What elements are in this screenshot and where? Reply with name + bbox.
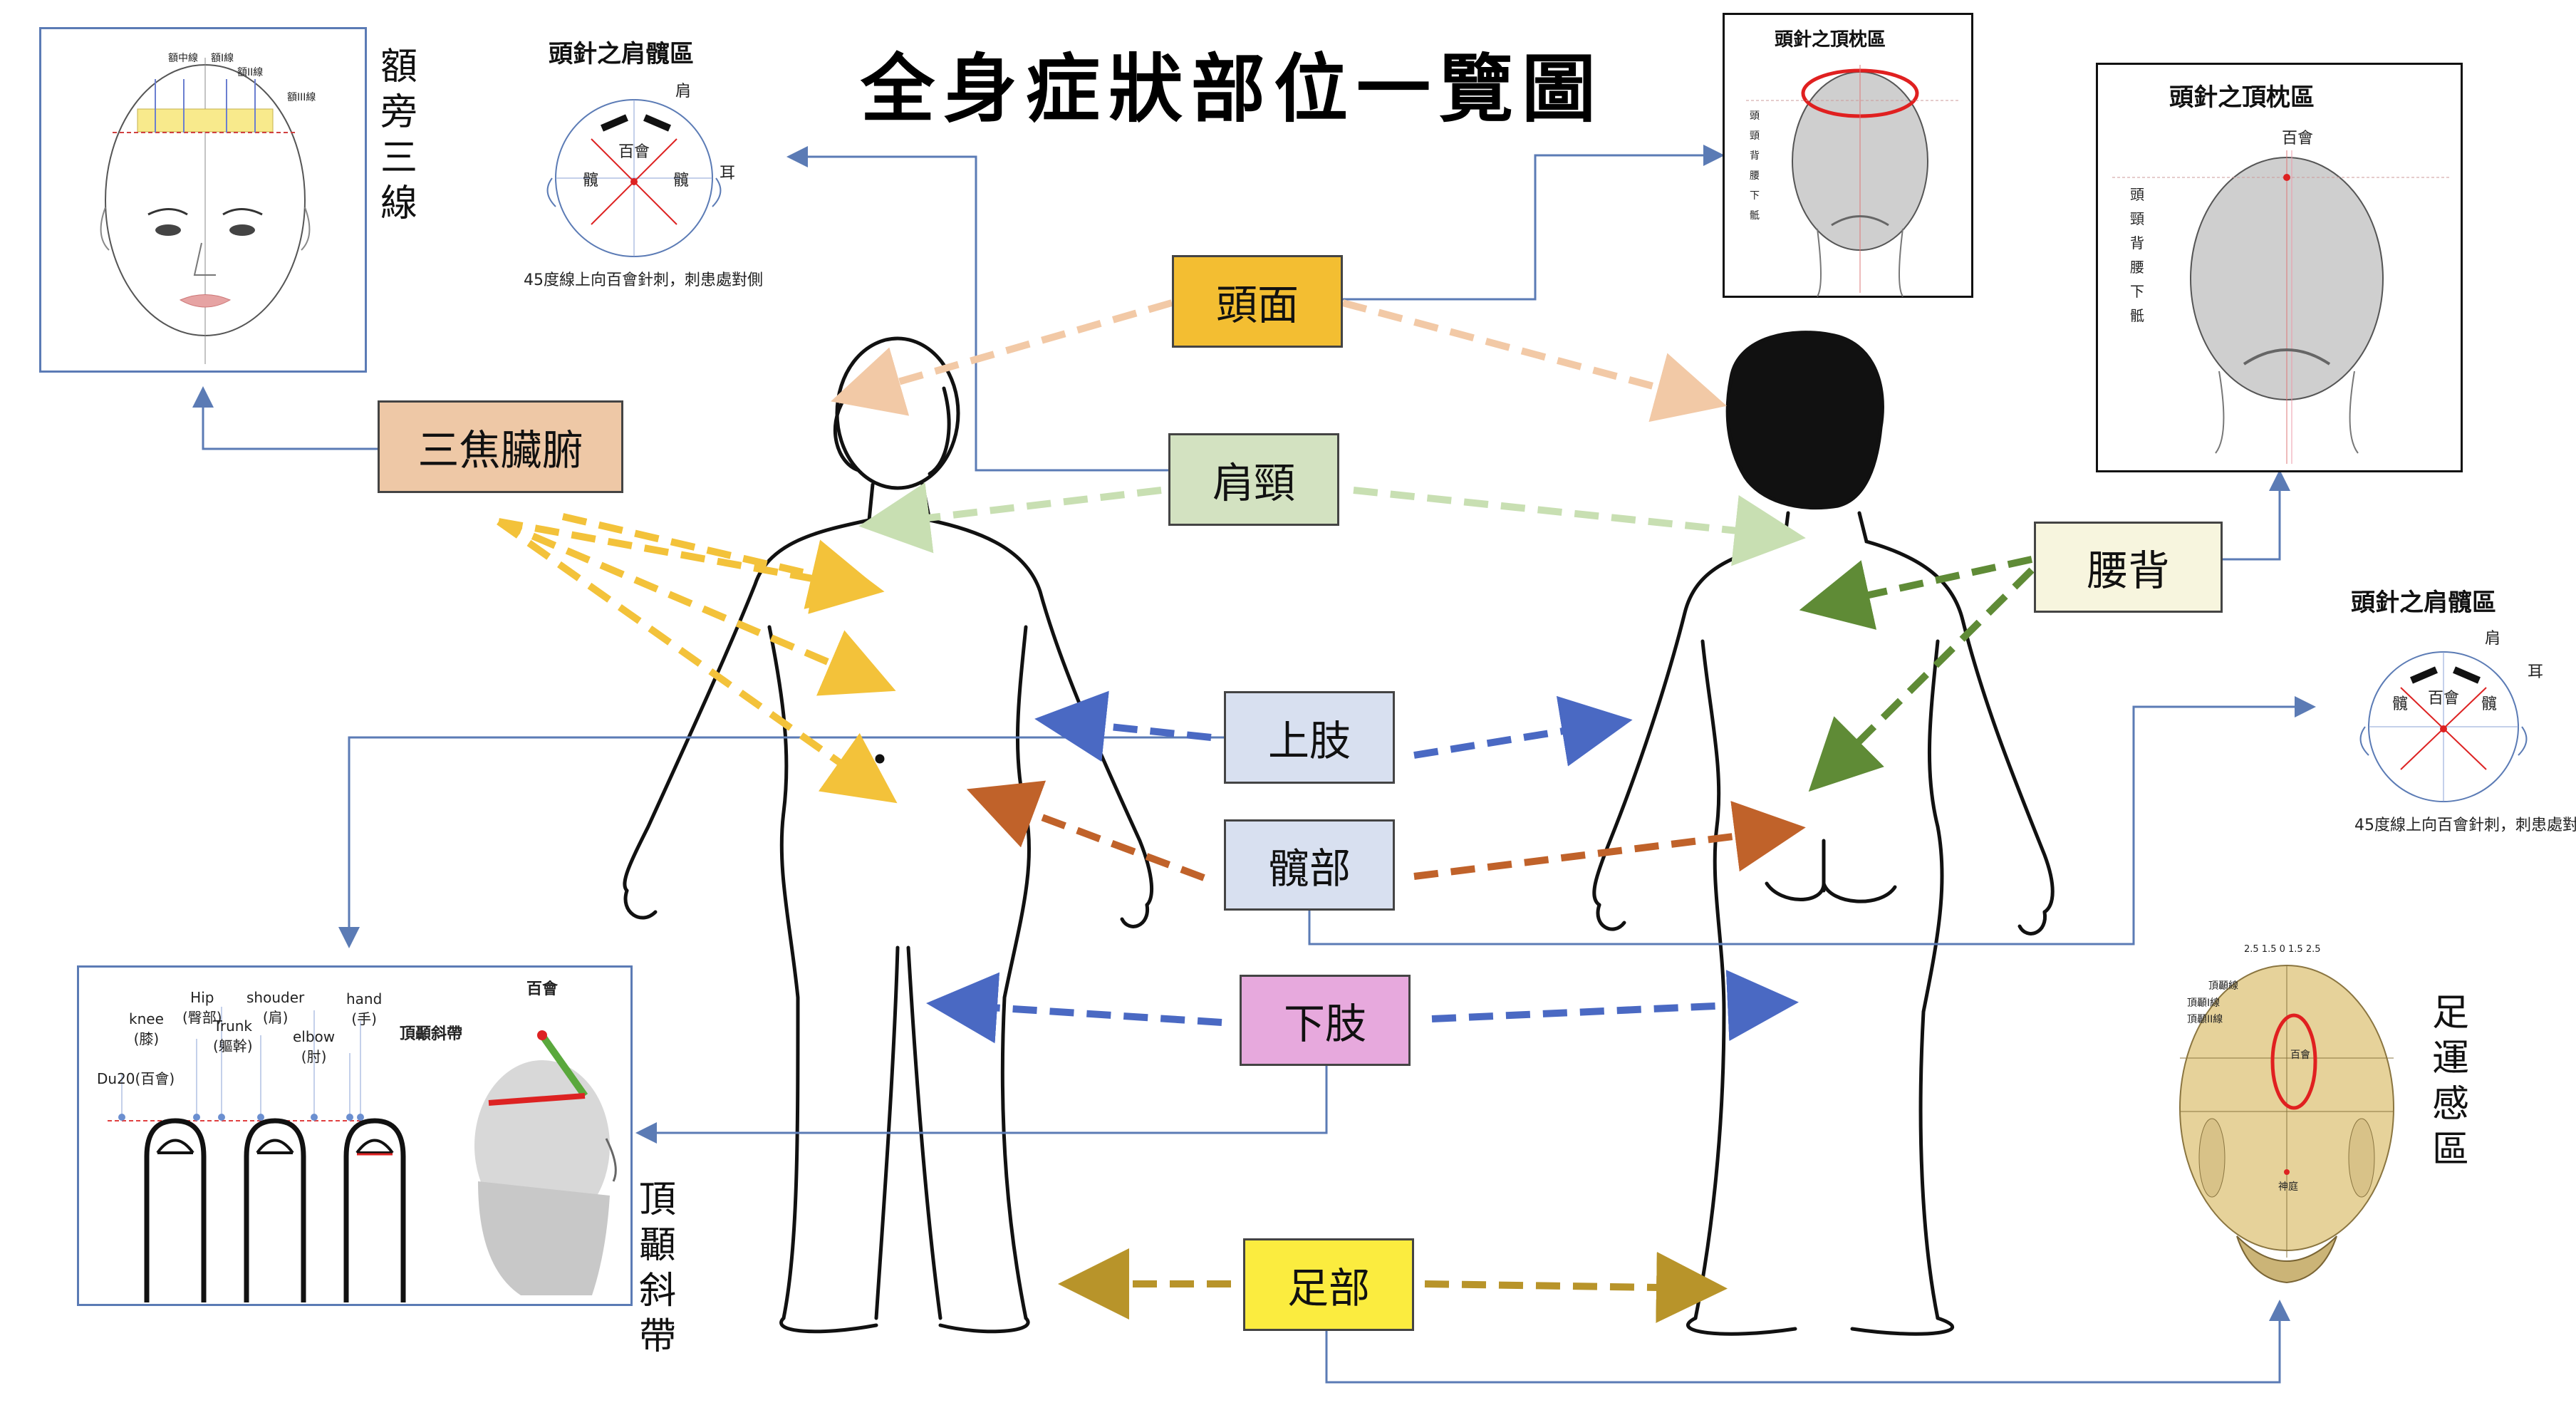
skull-label-1: 頂顳II線 <box>2187 1014 2223 1025</box>
arrow-foot-back <box>1424 1251 1728 1323</box>
back-body-figure <box>1592 331 2055 1336</box>
shoulder-hip-title-right: 頭針之肩髖區 <box>2351 589 2496 617</box>
arrow-sanjiao-4 <box>561 513 882 609</box>
hip-label-right-right: 髖 <box>2481 695 2498 713</box>
forehead-line-0: 額中線 <box>168 53 198 64</box>
note-top: 45度線上向百會針刺，刺患處對側 <box>524 271 763 289</box>
du20-label: Du20(百會) <box>97 1070 175 1087</box>
skull-drawing <box>2179 965 2394 1284</box>
parietal-temporal-panel: knee(膝) Hip(臀部) Trunk(軀幹) shouder(肩) elb… <box>77 965 633 1306</box>
occipital-large-labels: 頭頸背腰下骶 <box>2130 186 2144 324</box>
shoulder-label-top: 肩 <box>675 83 692 100</box>
arrow-upperlimb-front <box>1034 690 1212 762</box>
head-top-diagram-right <box>2359 651 2528 802</box>
skull-label-0: 頂顳I線 <box>2187 998 2221 1009</box>
back-head-small <box>1746 65 1960 297</box>
connector-lower-limb-band <box>635 1062 1328 1144</box>
baihui-label-top: 百會 <box>618 143 650 161</box>
arrow-upperlimb-back <box>1413 695 1633 767</box>
forehead-line-2: 額II線 <box>237 67 264 78</box>
ear-label-top: 耳 <box>720 165 736 182</box>
label-hip[interactable]: 髖部 <box>1224 819 1395 911</box>
hip-label-top-right: 髖 <box>673 172 690 190</box>
connector-foot-skull <box>1325 1300 2290 1384</box>
label-foot[interactable]: 足部 <box>1243 1238 1414 1331</box>
band-label-inner: 頂顳斜帶 <box>400 1025 463 1043</box>
ear-label-right: 耳 <box>2528 663 2544 681</box>
occipital-panel-large: 頭針之頂枕區 百會 頭頸背腰下骶 <box>2096 63 2463 472</box>
foot-motor-vertical-label: 足運感區 <box>2431 992 2469 1171</box>
skull-bottom-label: 神庭 <box>2278 1181 2298 1193</box>
forehead-panel: 額中線 額I線 額II線 額III線 <box>39 27 367 373</box>
shoulder-hip-panel-top: 頭針之肩髖區 百會 肩 耳 髖 髖 45度線上向百會針刺，刺患處對側 <box>513 28 812 299</box>
baihui-label-right: 百會 <box>2428 690 2460 708</box>
back-head-large <box>2112 150 2451 464</box>
arrow-hip-front <box>966 780 1205 881</box>
arrow-sanjiao-3 <box>497 518 898 804</box>
baihui-label-large: 百會 <box>2282 130 2314 147</box>
parietal-temporal-vertical-label: 頂顳斜帶 <box>638 1178 676 1358</box>
arrow-lowerlimb-front <box>926 972 1222 1044</box>
skull-baihui: 百會 <box>2290 1050 2310 1061</box>
occipital-title-small: 頭針之頂枕區 <box>1775 29 1886 51</box>
arrow-head-back <box>1341 299 1727 423</box>
finger-label-knee: knee(膝) <box>129 1010 164 1047</box>
skull-panel: 2.5 1.5 0 1.5 2.5 頂顳線 頂顳I線 頂顳II線 百會 神庭 <box>2159 944 2415 1304</box>
forehead-vertical-label: 額旁三線 <box>380 46 417 225</box>
occipital-small-labels: 頭頸背腰下骶 <box>1750 110 1760 222</box>
hip-label-right-left: 髖 <box>2392 695 2409 713</box>
occipital-title-large: 頭針之頂枕區 <box>2169 83 2315 112</box>
shoulder-hip-panel-right: 頭針之肩髖區 百會 肩 耳 髖 髖 45度線上向百會針刺，刺患處對側 <box>2330 577 2576 848</box>
skull-label-2: 頂顳線 <box>2208 980 2238 992</box>
connector-hip-shoulderhip <box>1308 696 2316 945</box>
face-drawing <box>100 58 311 364</box>
connector-upper-limb-finger <box>338 736 1224 948</box>
forehead-line-3: 額III線 <box>287 92 316 103</box>
page-title: 全身症狀部位一覽圖 <box>860 45 1604 133</box>
arrow-shoulder-back <box>1353 487 1806 566</box>
label-lower-limb[interactable]: 下肢 <box>1240 975 1411 1066</box>
forehead-line-1: 額I線 <box>211 53 234 64</box>
arrow-sanjiao-1 <box>498 518 885 614</box>
label-sanjiao[interactable]: 三焦臟腑 <box>378 400 623 493</box>
finger-label-trunk: Trunk(軀幹) <box>213 1017 253 1054</box>
arrow-shoulder-front <box>858 482 1162 554</box>
note-right: 45度線上向百會針刺，刺患處對側 <box>2354 817 2576 834</box>
label-head-face[interactable]: 頭面 <box>1172 255 1343 348</box>
front-body-figure <box>623 336 1154 1334</box>
skull-scale: 2.5 1.5 0 1.5 2.5 <box>2244 944 2321 955</box>
finger-label-elbow: elbow(肘) <box>293 1028 336 1065</box>
arrow-sanjiao-2 <box>497 518 896 696</box>
shoulder-hip-title-top: 頭針之肩髖區 <box>549 40 694 68</box>
label-upper-limb[interactable]: 上肢 <box>1224 691 1395 784</box>
finger-diagram <box>108 1007 617 1302</box>
shoulder-label-right: 肩 <box>2485 630 2501 648</box>
arrow-lowerback-2 <box>1808 567 2035 792</box>
finger-label-hip: Hip(臀部) <box>182 989 222 1026</box>
arrow-lowerlimb-back <box>1431 970 1799 1042</box>
arrow-head-front <box>831 299 1173 416</box>
finger-label-hand: hand(手) <box>346 990 383 1027</box>
connector-sanjiao-forehead <box>192 386 378 450</box>
occipital-panel-small: 頭針之頂枕區 頭頸背腰下骶 <box>1723 13 1973 298</box>
baihui-label-band: 百會 <box>526 980 559 998</box>
finger-label-shoulder: shouder(肩) <box>246 989 305 1026</box>
arrow-hip-back <box>1413 801 1806 880</box>
head-top-diagram <box>546 99 722 257</box>
hip-label-top-left: 髖 <box>583 172 599 190</box>
connector-shoulder-neck-panel <box>786 146 1168 472</box>
connector-head-occipital <box>1343 145 1725 301</box>
label-shoulder-neck[interactable]: 肩頸 <box>1168 433 1339 526</box>
label-lower-back[interactable]: 腰背 <box>2034 522 2223 613</box>
